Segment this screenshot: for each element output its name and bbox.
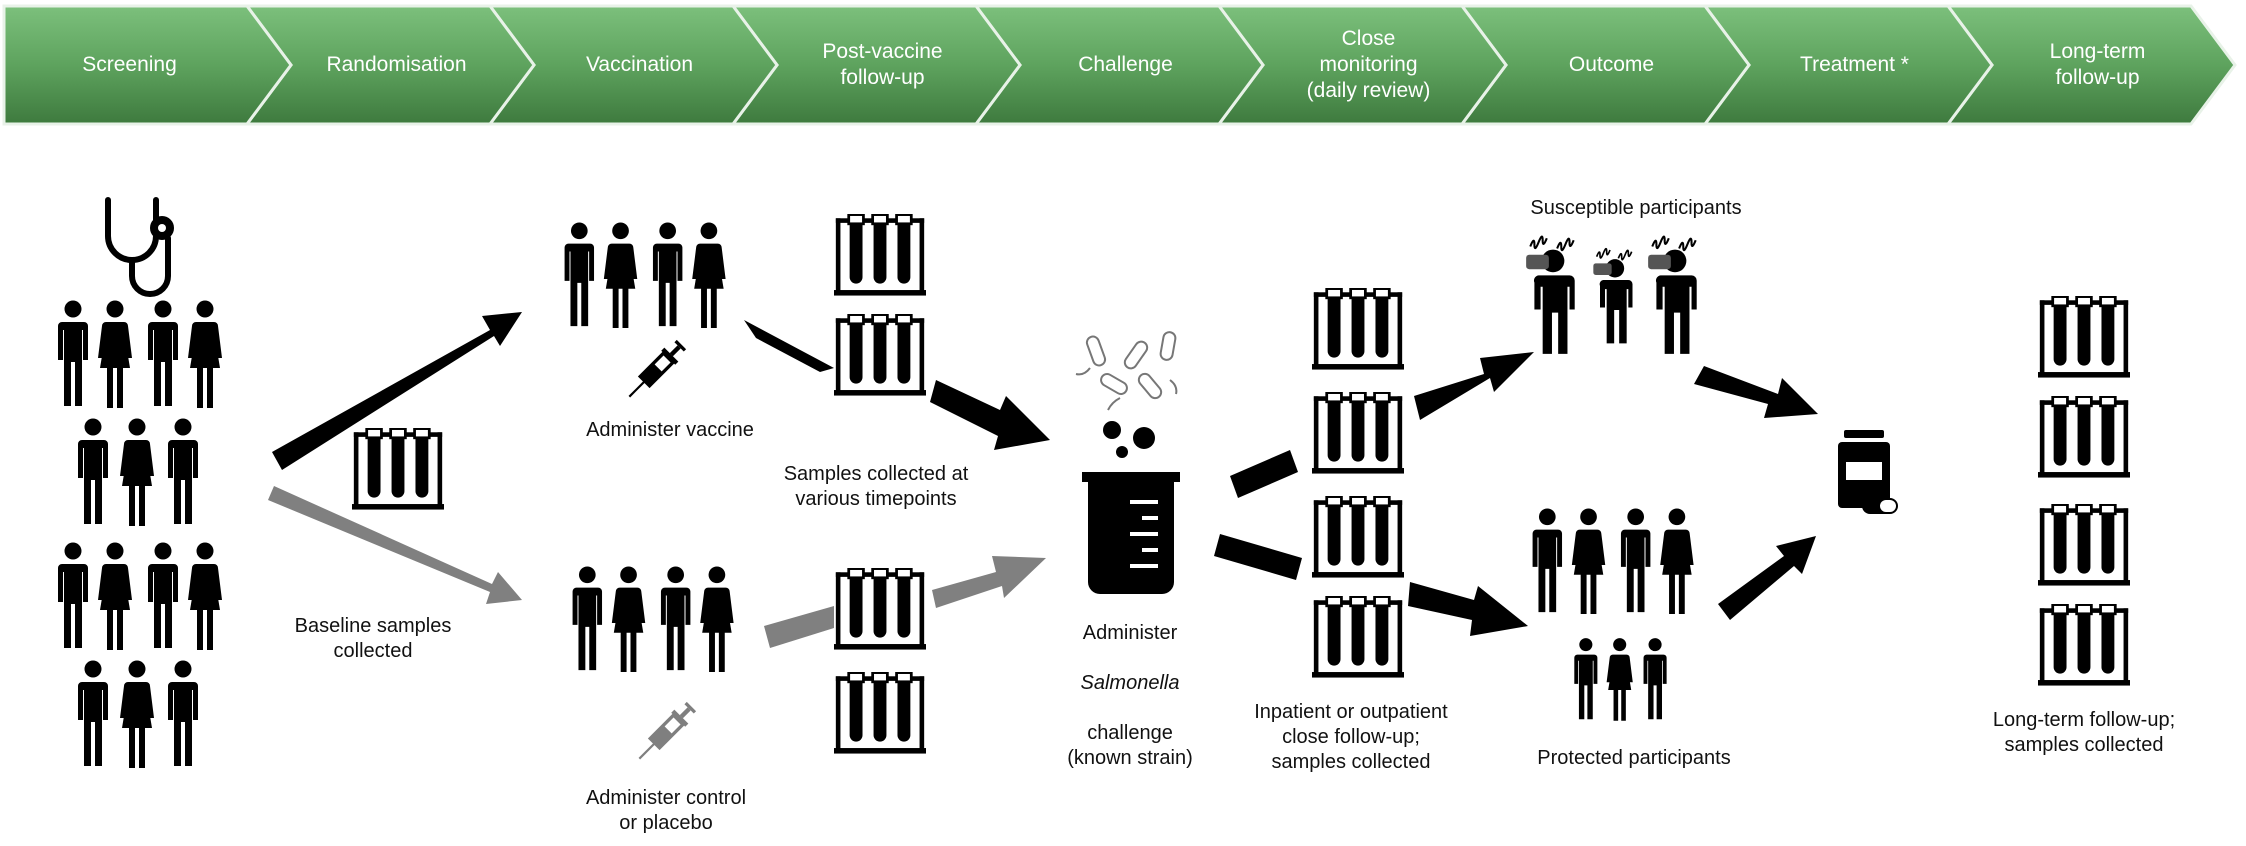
stage-label: Outcome (1568, 53, 1655, 76)
stage-label: Long-term follow-up (2049, 40, 2146, 89)
sick-person-icon-2 (1592, 247, 1634, 345)
vaccine-group (565, 222, 726, 328)
baseline-rack (352, 428, 444, 511)
arrow-grey-to-challenge (932, 556, 1046, 608)
longterm-rack-2 (2038, 396, 2130, 479)
screening-group-2 (78, 419, 198, 527)
arrow-to-control (268, 486, 522, 604)
longterm-rack-4 (2038, 604, 2130, 687)
stage-label: Close monitoring (daily review) (1306, 27, 1431, 102)
arrow-to-vaccine (272, 312, 522, 470)
screening-group-1 (58, 301, 222, 409)
monitor-rack-3 (1312, 496, 1404, 579)
stethoscope-icon (105, 197, 174, 297)
arrow-samples-to-challenge (930, 380, 1050, 450)
screening-group-3 (58, 543, 222, 651)
protected-group-2 (1574, 638, 1666, 721)
caption-challenge-line3: challenge (known strain) (1067, 722, 1193, 769)
arrow-challenge-to-monitor-down (1214, 534, 1302, 580)
stage-label: Post-vaccine follow-up (822, 40, 943, 89)
syringe-icon (622, 338, 688, 404)
longterm-rack-1 (2038, 296, 2130, 379)
sick-person-icon (1525, 235, 1576, 355)
monitor-rack-1 (1312, 288, 1404, 371)
caption-inpatient: Inpatient or outpatient close follow-up;… (1254, 701, 1448, 773)
postvac-rack-4 (834, 672, 926, 755)
caption-longterm: Long-term follow-up; samples collected (1992, 709, 2176, 756)
stage-label: Treatment * (1800, 53, 1909, 76)
postvac-rack-1 (834, 214, 926, 297)
screening-group-4 (78, 661, 198, 769)
arrow-to-susceptible (1414, 352, 1534, 420)
arrow-to-protected (1408, 582, 1528, 636)
arrow-vaccine-to-samples (744, 320, 834, 372)
stage-label: Screening (82, 53, 177, 76)
caption-baseline: Baseline samples collected (294, 615, 452, 662)
longterm-rack-3 (2038, 504, 2130, 587)
monitor-rack-4 (1312, 596, 1404, 679)
caption-protected: Protected participants (1537, 747, 1731, 769)
arrow-control-to-samples (764, 606, 834, 648)
arrow-challenge-to-monitor-up (1230, 450, 1298, 498)
postvac-rack-2 (834, 314, 926, 397)
arrow-susceptible-to-treatment (1694, 366, 1818, 418)
stage-label: Challenge (1078, 53, 1173, 76)
stage-banner (2, 4, 2237, 126)
stage-chevron (2, 4, 293, 126)
caption-challenge-line1: Administer (1082, 622, 1178, 644)
medicine-bottle-icon (1838, 430, 1898, 514)
monitor-rack-2 (1312, 392, 1404, 475)
caption-challenge-italic: Salmonella (1080, 672, 1180, 694)
arrow-protected-to-treatment (1718, 536, 1816, 620)
placebo-syringe-icon (632, 700, 698, 766)
control-group (573, 566, 734, 672)
caption-administer-control: Administer control or placebo (585, 787, 747, 834)
caption-samples-various: Samples collected at various timepoints (783, 463, 969, 510)
stage-label: Vaccination (585, 53, 693, 76)
sick-person-icon-3 (1647, 235, 1698, 355)
caption-administer-vaccine: Administer vaccine (586, 419, 754, 441)
stage-label: Randomisation (326, 53, 467, 76)
protected-group-1 (1533, 508, 1694, 614)
beaker-icon (1082, 421, 1180, 594)
postvac-rack-3 (834, 568, 926, 651)
caption-susceptible: Susceptible participants (1530, 197, 1742, 219)
caption-challenge: Administer Salmonella challenge (known s… (1050, 596, 1210, 796)
bacteria-icon (1075, 331, 1178, 411)
